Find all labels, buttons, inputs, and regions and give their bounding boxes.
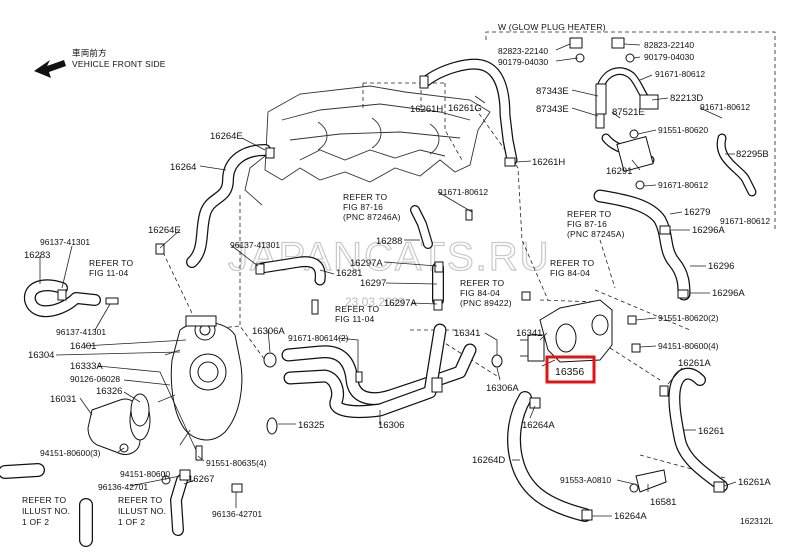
clamps-and-bolts xyxy=(57,75,725,521)
label-91553-A0810: 91553-A0810 xyxy=(560,475,611,485)
label-16581: 16581 xyxy=(650,497,676,508)
label-16267: 16267 xyxy=(188,474,214,485)
label-16264A-a: 16264A xyxy=(522,420,555,431)
label-91671-80614-2: 91671-80614(2) xyxy=(288,333,349,343)
label-16341-a: 16341 xyxy=(454,328,480,339)
label-16325: 16325 xyxy=(298,420,324,431)
label-96137-41301-b: 96137-41301 xyxy=(40,237,90,247)
label-16296: 16296 xyxy=(708,261,734,272)
label-16341-b: 16341 xyxy=(516,328,542,339)
water-pipes xyxy=(281,323,477,419)
label-87343E-b: 87343E xyxy=(536,104,569,115)
label-16261A-b: 16261A xyxy=(738,477,771,488)
vehicle-front-arrow-icon xyxy=(34,60,66,78)
label-87343E-a: 87343E xyxy=(536,86,569,97)
watermark-date: 23.03.2023 xyxy=(345,295,405,309)
label-16297A-a: 16297A xyxy=(350,258,383,269)
label-16356: 16356 xyxy=(555,366,584,378)
label-91551-80620-a: 91551-80620 xyxy=(658,125,708,135)
label-82295B: 82295B xyxy=(736,149,769,160)
label-16261G: 16261G xyxy=(448,103,482,114)
label-16326: 16326 xyxy=(96,386,122,397)
label-87521E: 87521E xyxy=(612,107,645,118)
label-96137-41301-a: 96137-41301 xyxy=(230,240,280,250)
label-16261H-b: 16261H xyxy=(532,157,565,168)
label-16297: 16297 xyxy=(360,278,386,289)
glow-plug-box xyxy=(485,31,776,230)
label-96137-41301-c: 96137-41301 xyxy=(56,327,106,337)
refer-note-87245A: REFER TO FIG 87-16 (PNC 87245A) xyxy=(567,209,625,239)
refer-note-illust-a: REFER TO ILLUST NO. 1 OF 2 xyxy=(22,495,73,527)
label-91671-80612-c: 91671-80612 xyxy=(658,180,708,190)
refer-note-fig11-04-a: REFER TO FIG 11-04 xyxy=(89,258,136,278)
label-16297A-b: 16297A xyxy=(384,298,417,309)
label-94151-80600: 94151-80600 xyxy=(120,469,170,479)
label-16306A-a: 16306A xyxy=(252,326,285,337)
label-16296A-a: 16296A xyxy=(692,225,725,236)
label-90179-04030-a: 90179-04030 xyxy=(498,57,548,67)
label-90179-04030-b: 90179-04030 xyxy=(644,52,694,62)
refer-note-fig84-04: REFER TO FIG 84-04 xyxy=(550,258,597,278)
intake-manifold xyxy=(244,85,491,206)
label-90126-06028: 90126-06028 xyxy=(70,374,120,384)
label-16296A-b: 16296A xyxy=(712,288,745,299)
reference-notes: REFER TO FIG 87-16 (PNC 87246A) REFER TO… xyxy=(22,192,625,527)
refer-note-87246A: REFER TO FIG 87-16 (PNC 87246A) xyxy=(343,192,401,222)
label-91551-80620-2: 91551-80620(2) xyxy=(658,313,719,323)
front-label-jp: 車両前方 xyxy=(72,48,107,58)
label-16291: 16291 xyxy=(606,166,632,177)
label-16264E-b: 16264E xyxy=(148,225,181,236)
label-82823-22140-a: 82823-22140 xyxy=(498,46,548,56)
part-labels: 82823-22140 90179-04030 82823-22140 9017… xyxy=(24,40,771,522)
label-82823-22140-b: 82823-22140 xyxy=(644,40,694,50)
label-16264D: 16264D xyxy=(472,455,505,466)
label-16261A-a: 16261A xyxy=(678,358,711,369)
label-96136-42701-a: 96136-42701 xyxy=(98,482,148,492)
label-94151-80600-3: 94151-80600(3) xyxy=(40,448,101,458)
label-16333A: 16333A xyxy=(70,361,103,372)
label-16306: 16306 xyxy=(378,420,404,431)
label-16306A-b: 16306A xyxy=(486,383,519,394)
label-16264A-b: 16264A xyxy=(614,511,647,522)
label-82213D: 82213D xyxy=(670,93,703,104)
water-pump xyxy=(157,315,243,446)
label-96136-42701-b: 96136-42701 xyxy=(212,509,262,519)
label-16401: 16401 xyxy=(70,341,96,352)
leader-lines xyxy=(39,43,737,517)
refer-note-89422: REFER TO FIG 84-04 (PNC 89422) xyxy=(460,278,512,308)
label-16264: 16264 xyxy=(170,162,196,173)
label-91671-80612-d: 91671-80612 xyxy=(720,216,770,226)
label-91671-80612-e: 91671-80612 xyxy=(438,187,488,197)
label-16281: 16281 xyxy=(336,268,362,279)
highlight-box xyxy=(545,355,596,384)
refer-note-fig11-04-b: REFER TO FIG 11-04 xyxy=(335,304,382,324)
label-16031: 16031 xyxy=(50,394,76,405)
label-91671-80612-b: 91671-80612 xyxy=(700,102,750,112)
label-94151-80600-4: 94151-80600(4) xyxy=(658,341,719,351)
water-outlet xyxy=(520,299,613,363)
label-16261: 16261 xyxy=(698,426,724,437)
label-16279: 16279 xyxy=(684,207,710,218)
gaskets xyxy=(130,352,503,435)
diagram-code: 162312L xyxy=(740,516,773,526)
label-16304: 16304 xyxy=(28,350,54,361)
label-16283: 16283 xyxy=(24,250,50,261)
label-16264E-a: 16264E xyxy=(210,131,243,142)
front-label-en: VEHICLE FRONT SIDE xyxy=(72,59,166,69)
glow-plug-box-title: W (GLOW PLUG HEATER) xyxy=(498,22,606,32)
label-16288: 16288 xyxy=(376,236,402,247)
label-91551-80635-4: 91551-80635(4) xyxy=(206,458,267,468)
label-16261H-a: 16261H xyxy=(410,104,443,115)
label-91671-80612-a: 91671-80612 xyxy=(655,69,705,79)
watermark: JAPANCATS.RU xyxy=(228,235,551,279)
refer-note-illust-b: REFER TO ILLUST NO. 1 OF 2 xyxy=(118,495,169,527)
